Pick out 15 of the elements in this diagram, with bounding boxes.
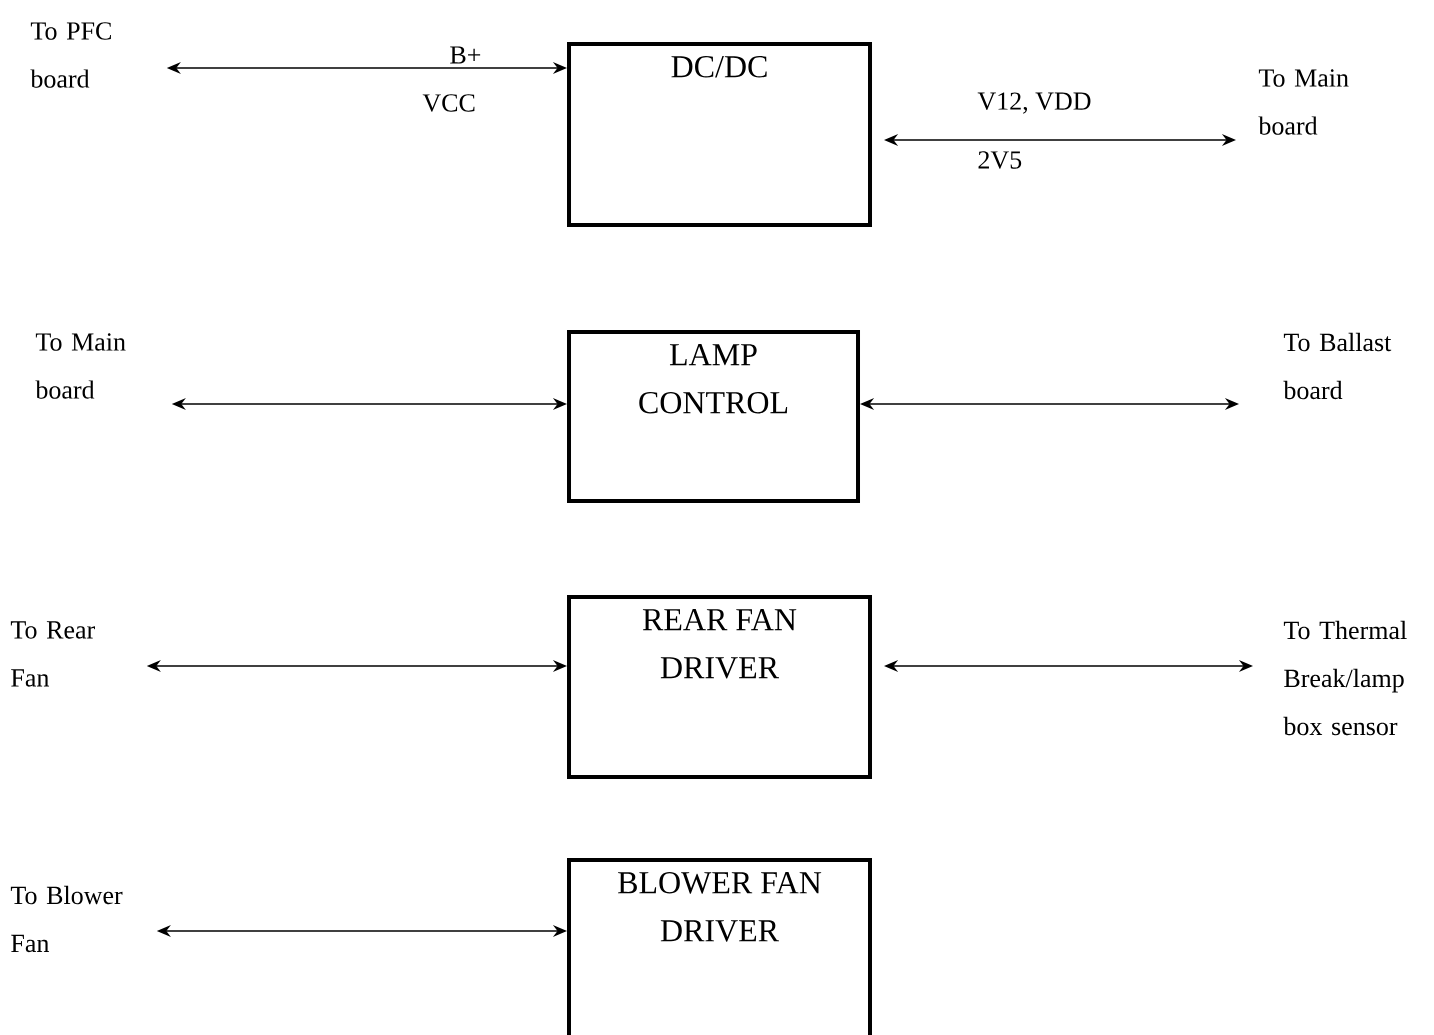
port-label: To Main board <box>35 333 126 399</box>
block-box: REAR FAN DRIVER <box>567 595 872 779</box>
block-box: LAMP CONTROL <box>567 330 860 503</box>
signal-label: VCC <box>422 94 475 112</box>
signal-label: B+ <box>450 46 481 64</box>
block-box: BLOWER FAN DRIVER <box>567 858 872 1035</box>
port-label: To Rear Fan <box>10 621 95 687</box>
block-box: DC/DC <box>567 42 872 227</box>
port-label: To Thermal Break/lamp box sensor <box>1283 620 1407 736</box>
port-label: To Blower Fan <box>10 885 123 953</box>
signal-label: 2V5 <box>978 151 1022 169</box>
port-label: To Main board <box>1258 69 1349 135</box>
signal-label: V12, VDD <box>977 92 1091 114</box>
port-label: To PFC board <box>30 22 111 88</box>
port-label: To Ballast board <box>1283 332 1392 400</box>
